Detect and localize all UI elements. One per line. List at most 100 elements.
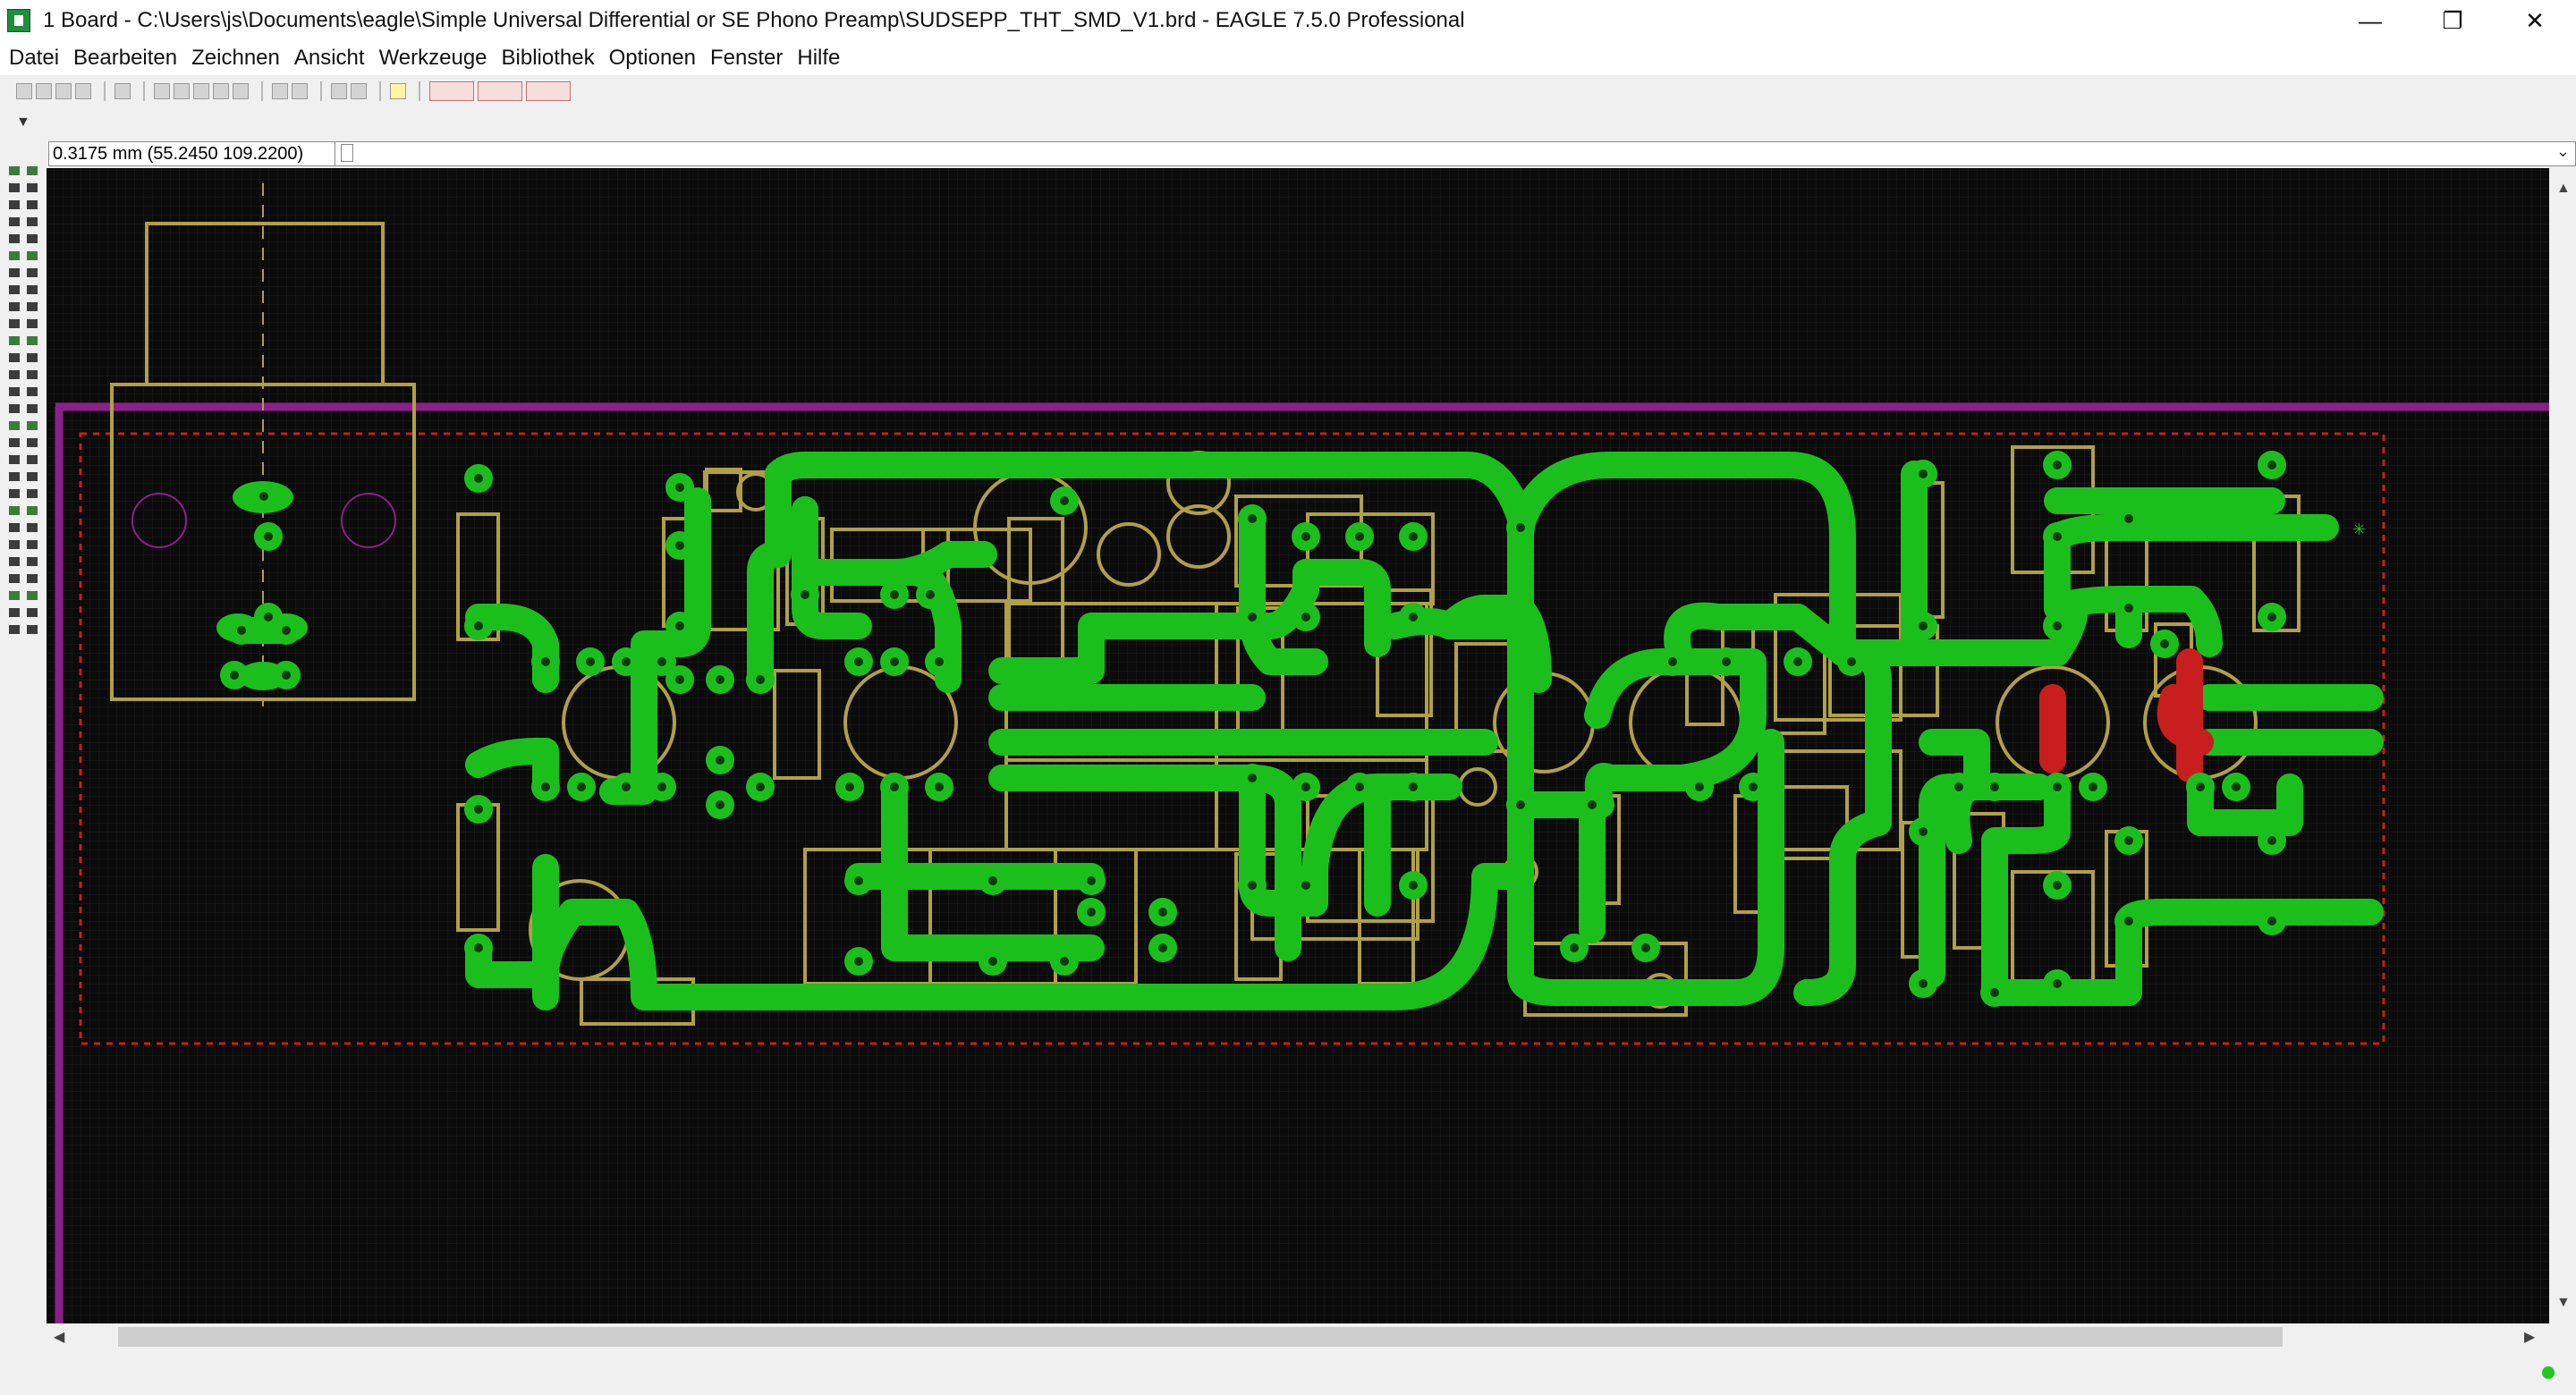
copper-track[interactable] <box>1292 559 1391 657</box>
menu-hilfe[interactable]: Hilfe <box>797 46 841 70</box>
command-tool-icon[interactable] <box>9 200 20 209</box>
command-tool-icon[interactable] <box>9 608 20 617</box>
copper-track[interactable] <box>988 559 1319 684</box>
zoom-redraw-icon[interactable] <box>213 83 229 99</box>
command-tool-icon[interactable] <box>27 625 38 634</box>
command-tool-icon[interactable] <box>9 251 20 260</box>
command-tool-icon[interactable] <box>27 285 38 294</box>
zoom-select-icon[interactable] <box>233 83 249 99</box>
minimize-button[interactable]: — <box>2359 6 2382 34</box>
command-tool-icon[interactable] <box>27 404 38 413</box>
command-tool-icon[interactable] <box>27 302 38 311</box>
command-tool-icon[interactable] <box>9 540 20 549</box>
command-tool-icon[interactable] <box>27 268 38 277</box>
scroll-left-icon[interactable]: ◀ <box>54 1330 65 1345</box>
help-icon[interactable] <box>390 83 406 99</box>
menu-optionen[interactable]: Optionen <box>608 46 696 70</box>
command-tool-icon[interactable] <box>9 183 20 192</box>
command-tool-icon[interactable] <box>27 353 38 362</box>
copper-track[interactable] <box>881 774 1105 961</box>
command-tool-icon[interactable] <box>9 387 20 396</box>
copper-track[interactable] <box>747 461 792 693</box>
stop-icon[interactable] <box>331 83 347 99</box>
command-tool-icon[interactable] <box>9 523 20 532</box>
command-tool-icon[interactable] <box>9 455 20 464</box>
command-tool-icon[interactable] <box>27 234 38 243</box>
menu-zeichnen[interactable]: Zeichnen <box>191 46 280 70</box>
command-tool-icon[interactable] <box>9 489 20 498</box>
copper-track[interactable] <box>1436 595 1552 693</box>
close-button[interactable]: ✕ <box>2525 6 2545 34</box>
jack-pad[interactable] <box>238 662 288 690</box>
command-tool-icon[interactable] <box>9 574 20 583</box>
command-tool-icon[interactable] <box>27 608 38 617</box>
command-tool-icon[interactable] <box>9 217 20 226</box>
command-tool-icon[interactable] <box>9 370 20 379</box>
pads[interactable] <box>216 451 2286 1007</box>
undo-icon[interactable] <box>272 83 288 99</box>
command-tool-icon[interactable] <box>27 455 38 464</box>
scroll-down-icon[interactable]: ▼ <box>2556 1295 2571 1310</box>
command-tool-icon[interactable] <box>9 336 20 345</box>
command-tool-icon[interactable] <box>27 506 38 515</box>
command-tool-icon[interactable] <box>9 353 20 362</box>
command-tool-icon[interactable] <box>27 319 38 328</box>
command-tool-icon[interactable] <box>9 302 20 311</box>
command-tool-icon[interactable] <box>9 268 20 277</box>
command-tool-icon[interactable] <box>27 438 38 447</box>
copper-track[interactable] <box>465 738 559 800</box>
command-tool-icon[interactable] <box>27 489 38 498</box>
command-tool-icon[interactable] <box>9 472 20 481</box>
coordinate-toggle[interactable] <box>341 144 353 162</box>
menu-werkzeuge[interactable]: Werkzeuge <box>378 46 487 70</box>
command-tool-icon[interactable] <box>9 285 20 294</box>
menu-ansicht[interactable]: Ansicht <box>293 46 365 70</box>
command-tool-icon[interactable] <box>9 506 20 515</box>
horizontal-scroll-thumb[interactable] <box>118 1327 2283 1347</box>
command-tool-icon[interactable] <box>27 251 38 260</box>
design-link-icon[interactable] <box>429 81 474 101</box>
vertical-scrollbar[interactable]: ▲ ▼ <box>2549 168 2576 1323</box>
copper-track[interactable] <box>1981 774 2142 1006</box>
script-icon[interactable] <box>114 83 131 99</box>
command-history-dropdown-icon[interactable]: ⌄ <box>2555 142 2570 160</box>
zoom-out-icon[interactable] <box>193 83 209 99</box>
board-canvas[interactable]: ✳✳✳✳ <box>47 168 2549 1323</box>
pcb-quote-icon[interactable] <box>478 81 522 101</box>
command-tool-icon[interactable] <box>9 404 20 413</box>
command-tool-icon[interactable] <box>27 557 38 566</box>
command-input[interactable] <box>389 143 2543 165</box>
go-icon[interactable] <box>351 83 367 99</box>
copper-track[interactable] <box>2044 514 2339 550</box>
command-tool-icon[interactable] <box>9 421 20 430</box>
command-tool-icon[interactable] <box>9 166 20 175</box>
horizontal-scrollbar[interactable]: ◀ ▶ <box>47 1323 2549 1350</box>
top-copper-tracks[interactable] <box>228 452 2384 1010</box>
menu-bearbeiten[interactable]: Bearbeiten <box>73 46 178 70</box>
copper-track[interactable] <box>1584 648 1767 818</box>
command-tool-icon[interactable] <box>9 557 20 566</box>
copper-track[interactable] <box>1919 729 1990 800</box>
menu-datei[interactable]: Datei <box>9 46 60 70</box>
scroll-up-icon[interactable]: ▲ <box>2556 181 2571 196</box>
zoom-fit-icon[interactable] <box>154 83 170 99</box>
copper-track[interactable] <box>465 604 559 693</box>
command-tool-icon[interactable] <box>9 625 20 634</box>
zoom-in-icon[interactable] <box>174 83 190 99</box>
copper-track[interactable] <box>1507 452 1856 666</box>
bottom-copper-tracks[interactable] <box>2039 648 2214 782</box>
command-tool-icon[interactable] <box>9 234 20 243</box>
redo-icon[interactable] <box>292 83 308 99</box>
command-tool-icon[interactable] <box>9 591 20 600</box>
command-tool-icon[interactable] <box>27 387 38 396</box>
command-tool-icon[interactable] <box>9 319 20 328</box>
print-icon[interactable] <box>55 83 72 99</box>
copper-track[interactable] <box>599 487 711 805</box>
board-layout[interactable]: ✳✳✳✳ <box>47 168 2549 1323</box>
cam-icon[interactable] <box>75 83 91 99</box>
copper-track[interactable] <box>765 452 1534 541</box>
command-tool-icon[interactable] <box>27 217 38 226</box>
idf-export-icon[interactable] <box>526 81 571 101</box>
command-tool-icon[interactable] <box>27 523 38 532</box>
command-tool-icon[interactable] <box>27 370 38 379</box>
